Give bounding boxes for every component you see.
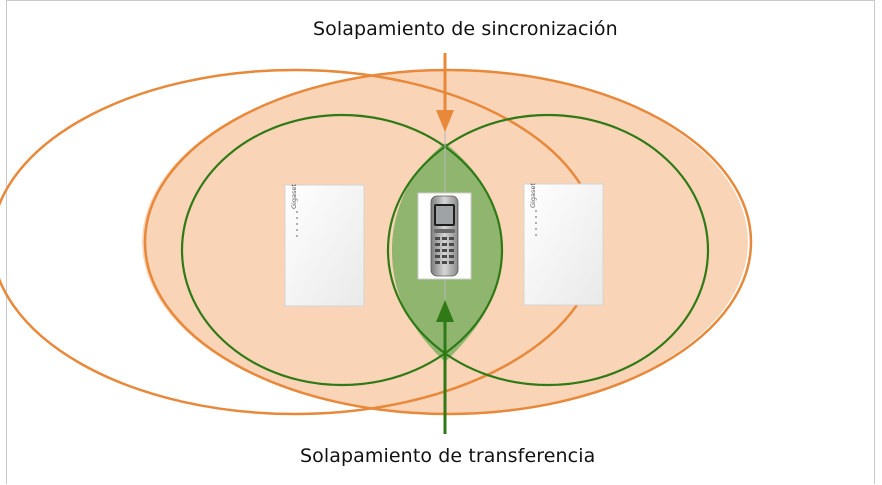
base-station-right: Gigaset: [523, 183, 604, 306]
sync-overlap-label: Solapamiento de sincronización: [313, 18, 618, 40]
sync-arrow: [436, 53, 454, 132]
diagram-frame-top: [6, 0, 875, 1]
handover-arrow: [436, 300, 454, 434]
handset: [417, 192, 472, 280]
base-station-left: Gigaset: [284, 184, 365, 307]
base-left-brand: Gigaset: [290, 184, 298, 209]
handover-range-left-ring: [180, 113, 504, 387]
base-right-brand: Gigaset: [529, 183, 537, 208]
diagram-frame: [6, 0, 875, 484]
sync-range-right-ring: [143, 68, 753, 416]
handover-overlap-label: Solapamiento de transferencia: [300, 445, 596, 467]
handover-range-right-ring: [386, 113, 710, 387]
